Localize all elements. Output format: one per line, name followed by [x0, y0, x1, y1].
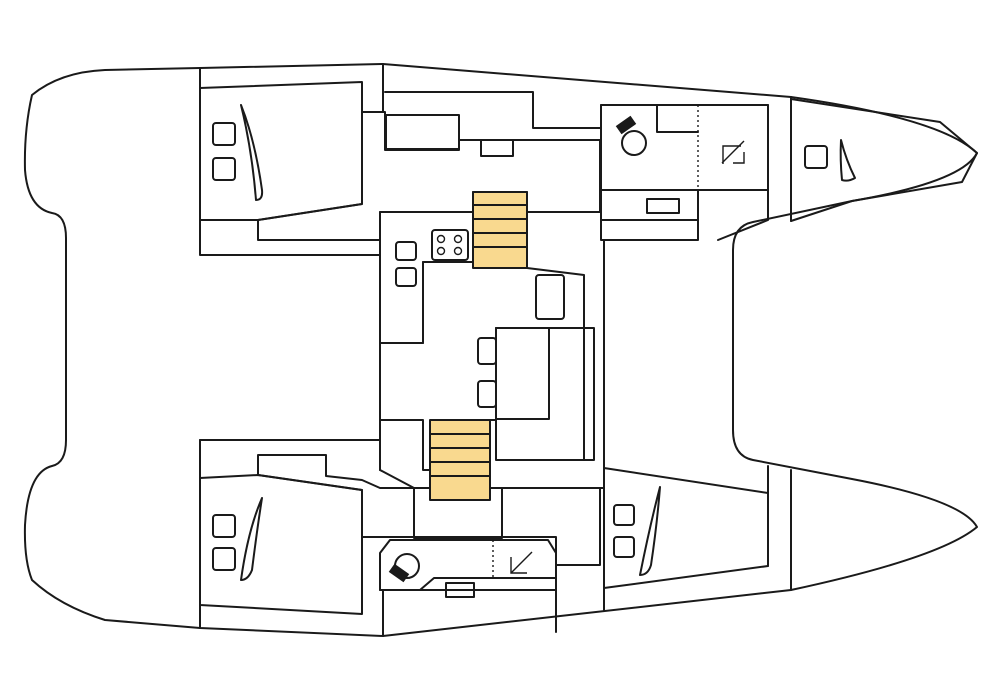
- lower-head-vanity: [445, 582, 475, 598]
- cabin-lower-right: [603, 467, 769, 589]
- shower-drain-upper-arrow: [722, 145, 741, 164]
- dining-stools: [477, 337, 497, 408]
- upper-head-sink-counter: [656, 104, 699, 133]
- toilet-lower-icon: [388, 553, 420, 583]
- galley-sink: [395, 241, 417, 287]
- cabin-upper-left: [199, 81, 363, 221]
- pillow-forepeak: [804, 145, 828, 169]
- cabin-lower-left: [199, 474, 363, 615]
- stairs-lower: [429, 419, 491, 501]
- galley-counter: [379, 114, 514, 344]
- sheet-fold-forepeak: [839, 139, 856, 182]
- sheet-fold-lower-left: [240, 497, 263, 581]
- pillows-lower-right: [613, 504, 635, 558]
- shower-drain-lower-icon: [510, 551, 533, 574]
- sheet-fold-upper-left: [240, 104, 264, 201]
- pillows-upper-left: [212, 122, 236, 181]
- toilet-upper-icon: [615, 115, 647, 156]
- shower-drain-upper-icon: [721, 140, 745, 164]
- sheet-fold-lower-right: [639, 486, 661, 576]
- upper-hull-corridor: [257, 111, 601, 241]
- forepeak-cabin: [790, 98, 978, 222]
- upper-head-vanity: [646, 198, 680, 214]
- stairs-upper: [472, 191, 528, 269]
- lower-head-counter: [379, 577, 557, 591]
- dining-table: [495, 274, 595, 461]
- cooktop: [431, 229, 469, 261]
- hull-outline: [23, 63, 978, 637]
- interior-walls: [199, 63, 792, 637]
- pillows-lower-left: [212, 514, 236, 571]
